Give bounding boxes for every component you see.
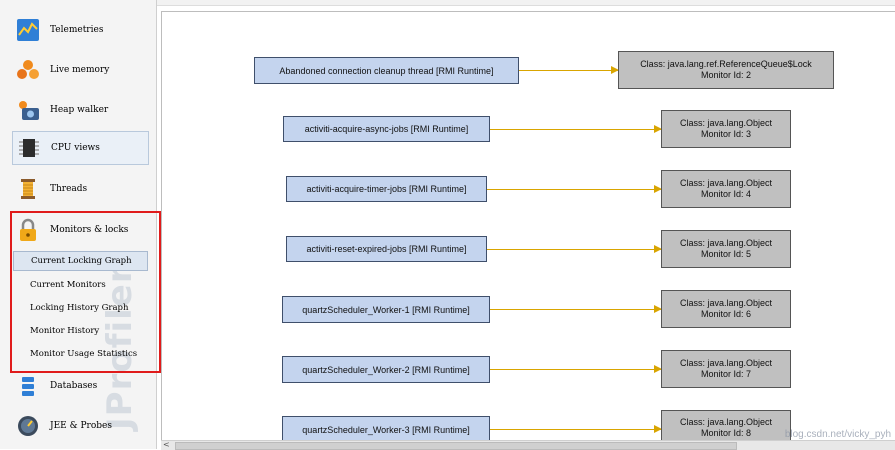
subnav-current-locking-graph[interactable]: Current Locking Graph	[13, 251, 148, 271]
thread-node[interactable]: quartzScheduler_Worker-2 [RMI Runtime]	[282, 356, 490, 383]
nav-cpu-views-label: CPU views	[51, 143, 100, 153]
nav-heap-walker[interactable]: Heap walker	[12, 93, 149, 127]
thread-node[interactable]: activiti-acquire-async-jobs [RMI Runtime…	[283, 116, 490, 142]
monitor-class: Class: java.lang.Object	[679, 417, 773, 427]
monitor-node[interactable]: Class: java.lang.Object Monitor Id: 7	[661, 350, 791, 388]
thread-node[interactable]: quartzScheduler_Worker-3 [RMI Runtime]	[282, 416, 490, 443]
thread-node[interactable]: activiti-acquire-timer-jobs [RMI Runtime…	[286, 176, 487, 202]
live-memory-icon	[17, 60, 39, 79]
nav-threads-label: Threads	[50, 184, 88, 194]
monitor-id: Monitor Id: 3	[700, 129, 752, 139]
lock-icon	[20, 218, 36, 241]
nav-databases-label: Databases	[50, 381, 98, 391]
monitor-class: Class: java.lang.Object	[679, 358, 773, 368]
monitor-class: Class: java.lang.Object	[679, 178, 773, 188]
thread-node[interactable]: Abandoned connection cleanup thread [RMI…	[254, 57, 519, 84]
sidebar: JProfiler Telemetries Live memory Heap w…	[0, 0, 157, 449]
monitor-id: Monitor Id: 4	[700, 189, 752, 199]
arrow-edge	[487, 185, 662, 193]
nav-databases[interactable]: Databases	[12, 369, 149, 403]
monitor-node[interactable]: Class: java.lang.Object Monitor Id: 5	[661, 230, 791, 268]
source-watermark: blog.csdn.net/vicky_pyh	[784, 429, 891, 440]
arrow-edge	[487, 245, 662, 253]
nav-monitors-locks[interactable]: Monitors & locks	[12, 213, 149, 247]
monitor-node[interactable]: Class: java.lang.Object Monitor Id: 6	[661, 290, 791, 328]
nav-telemetries-label: Telemetries	[50, 25, 104, 35]
nav-live-memory[interactable]: Live memory	[12, 53, 149, 87]
subnav-current-monitors[interactable]: Current Monitors	[30, 280, 106, 290]
monitor-id: Monitor Id: 6	[700, 309, 752, 319]
monitor-node[interactable]: Class: java.lang.Object Monitor Id: 4	[661, 170, 791, 208]
nav-heap-walker-label: Heap walker	[50, 105, 109, 115]
monitors-locks-highlight	[10, 211, 161, 373]
monitor-class: Class: java.lang.Object	[679, 238, 773, 248]
monitor-class: Class: java.lang.ref.ReferenceQueue$Lock	[640, 59, 812, 69]
thread-node[interactable]: quartzScheduler_Worker-1 [RMI Runtime]	[282, 296, 490, 323]
scroll-left-arrow-icon[interactable]: <	[163, 440, 170, 449]
nav-monitors-locks-label: Monitors & locks	[50, 225, 129, 235]
monitor-node[interactable]: Class: java.lang.Object Monitor Id: 3	[661, 110, 791, 148]
camera-icon	[19, 101, 39, 120]
monitor-id: Monitor Id: 5	[700, 249, 752, 259]
nav-telemetries[interactable]: Telemetries	[12, 13, 149, 47]
monitor-class: Class: java.lang.Object	[679, 298, 773, 308]
monitor-id: Monitor Id: 7	[700, 369, 752, 379]
arrow-edge	[519, 66, 619, 74]
thread-node[interactable]: activiti-reset-expired-jobs [RMI Runtime…	[286, 236, 487, 262]
database-icon	[22, 377, 34, 396]
nav-threads[interactable]: Threads	[12, 172, 149, 206]
telemetries-icon	[17, 19, 39, 41]
monitor-class: Class: java.lang.Object	[679, 118, 773, 128]
nav-cpu-views[interactable]: CPU views	[12, 131, 149, 165]
subnav-locking-history-graph[interactable]: Locking History Graph	[30, 303, 129, 313]
arrow-edge	[490, 305, 662, 313]
cpu-icon	[19, 139, 39, 157]
subnav-monitor-usage-statistics[interactable]: Monitor Usage Statistics	[30, 349, 138, 359]
arrow-edge	[490, 425, 662, 433]
threads-icon	[21, 179, 35, 199]
monitor-id: Monitor Id: 8	[700, 428, 752, 438]
subnav-monitor-history[interactable]: Monitor History	[30, 326, 100, 336]
gauge-icon	[18, 416, 38, 436]
nav-live-memory-label: Live memory	[50, 65, 110, 75]
toolbar-strip	[157, 0, 895, 6]
arrow-edge	[490, 365, 662, 373]
arrow-edge	[490, 125, 662, 133]
nav-jee-probes-label: JEE & Probes	[50, 421, 112, 431]
nav-jee-probes[interactable]: JEE & Probes	[12, 409, 149, 443]
monitor-id: Monitor Id: 2	[700, 70, 752, 80]
monitor-node[interactable]: Class: java.lang.ref.ReferenceQueue$Lock…	[618, 51, 834, 89]
